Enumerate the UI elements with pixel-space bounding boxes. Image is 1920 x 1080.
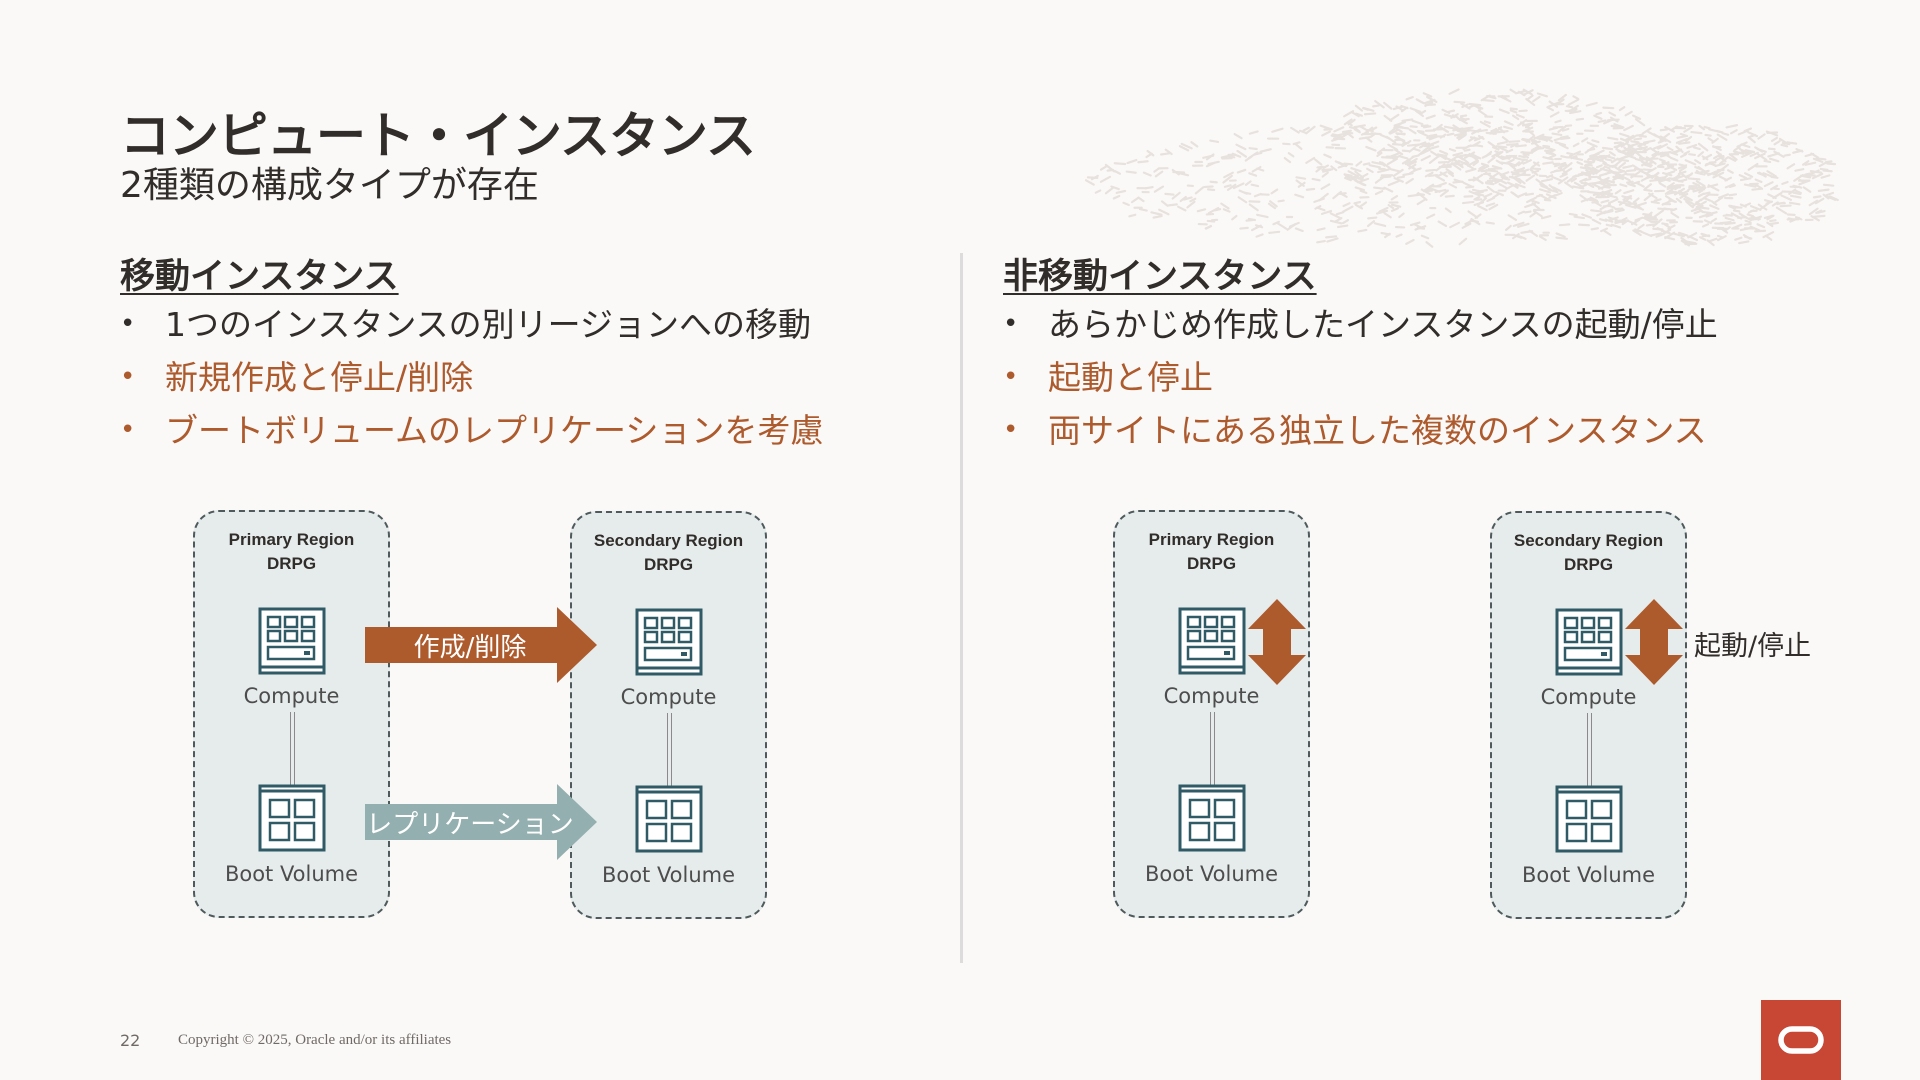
right-primary-region-box: Primary Region DRPG Compute Boot Volume xyxy=(1113,510,1310,918)
page-number: 22 xyxy=(120,1031,141,1050)
decorative-texture xyxy=(1084,88,1839,248)
column-divider xyxy=(960,253,963,963)
compute-server-icon xyxy=(1178,607,1246,675)
compute-label: Compute xyxy=(1163,684,1260,708)
right-bullet-3: •両サイトにある独立した複数のインスタンス xyxy=(1003,411,1707,450)
connector-line xyxy=(1587,713,1592,793)
updown-arrow-icon xyxy=(1625,599,1683,685)
compute-server-icon xyxy=(1555,608,1623,676)
compute-label: Compute xyxy=(243,684,340,708)
right-bullet-list: •あらかじめ作成したインスタンスの起動/停止 •起動と停止 •両サイトにある独立… xyxy=(1003,298,1718,457)
copyright-text: Copyright © 2025, Oracle and/or its affi… xyxy=(178,1032,452,1048)
compute-server-icon xyxy=(258,607,326,675)
start-stop-label: 起動/停止 xyxy=(1694,631,1812,662)
right-secondary-region-box: Secondary Region DRPG Compute Boot Volum… xyxy=(1490,511,1687,919)
compute-label: Compute xyxy=(620,685,717,709)
replication-arrow: レプリケーション xyxy=(365,784,597,860)
connector-line xyxy=(1210,712,1215,792)
boot-volume-icon xyxy=(635,785,703,853)
left-heading: 移動インスタンス xyxy=(120,257,399,297)
compute-server-icon xyxy=(635,608,703,676)
compute-label: Compute xyxy=(1540,685,1637,709)
region-title: Primary Region DRPG xyxy=(1148,530,1275,573)
boot-volume-label: Boot Volume xyxy=(1521,863,1656,887)
region-title: Secondary Region DRPG xyxy=(1513,531,1664,574)
connector-line xyxy=(667,713,672,793)
left-bullet-3: •ブートボリュームのレプリケーションを考慮 xyxy=(120,411,824,450)
region-title: Primary Region DRPG xyxy=(228,530,355,573)
left-bullet-list: •1つのインスタンスの別リージョンへの移動 •新規作成と停止/削除 •ブートボリ… xyxy=(120,298,823,457)
boot-volume-icon xyxy=(258,784,326,852)
right-heading: 非移動インスタンス xyxy=(1003,257,1317,297)
boot-volume-label: Boot Volume xyxy=(1144,862,1279,886)
oracle-logo xyxy=(1761,1000,1841,1080)
left-bullet-1: •1つのインスタンスの別リージョンへの移動 xyxy=(120,305,812,344)
slide-subtitle: 2種類の構成タイプが存在 xyxy=(120,165,539,206)
region-title: Secondary Region DRPG xyxy=(593,531,744,574)
replication-label: レプリケーション xyxy=(366,809,574,840)
right-bullet-2: •起動と停止 xyxy=(1003,358,1213,397)
create-delete-label: 作成/削除 xyxy=(413,632,527,663)
boot-volume-label: Boot Volume xyxy=(601,863,736,887)
left-secondary-region-box: Secondary Region DRPG Compute Boot Volum… xyxy=(570,511,767,919)
left-bullet-2: •新規作成と停止/削除 xyxy=(120,358,474,397)
right-bullet-1: •あらかじめ作成したインスタンスの起動/停止 xyxy=(1003,305,1718,344)
right-arrow-icon xyxy=(365,607,597,683)
updown-arrow-icon xyxy=(1248,599,1306,685)
oracle-logo-icon xyxy=(1778,1026,1824,1054)
create-delete-arrow: 作成/削除 xyxy=(365,607,597,683)
boot-volume-icon xyxy=(1555,785,1623,853)
boot-volume-label: Boot Volume xyxy=(224,862,359,886)
connector-line xyxy=(290,712,295,792)
boot-volume-icon xyxy=(1178,784,1246,852)
right-arrow-icon xyxy=(365,784,597,860)
left-primary-region-box: Primary Region DRPG Compute Boot Volume xyxy=(193,510,390,918)
slide-title: コンピュート・インスタンス xyxy=(120,107,756,165)
